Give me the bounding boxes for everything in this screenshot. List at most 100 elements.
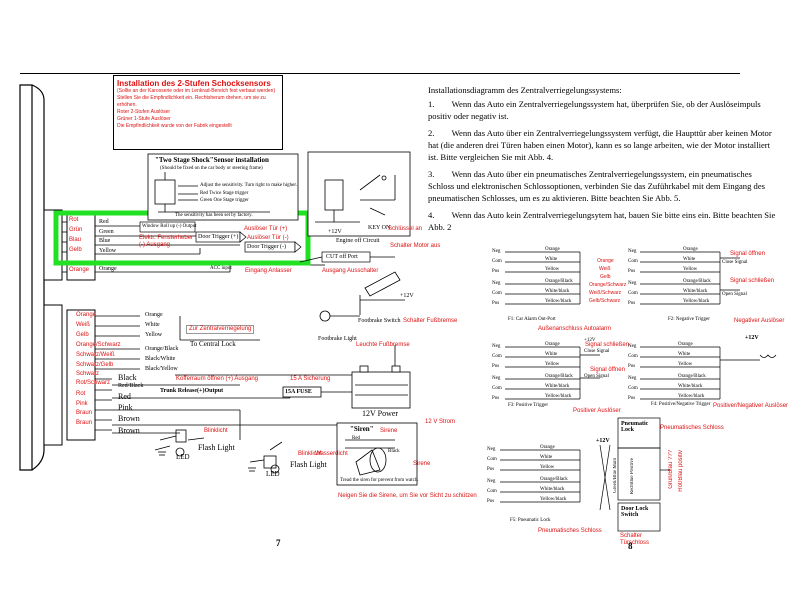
wire-en: Orange/Black <box>540 477 568 482</box>
sensor-title: "Two Stage Shock"Sensor installation <box>155 156 269 164</box>
wire-en: White/black <box>683 289 708 294</box>
wire-label-de: Orange <box>69 267 90 273</box>
pos-label: Pos <box>628 301 636 306</box>
neg-label: Neg <box>492 344 501 349</box>
wire-label-de: Braun <box>76 410 93 416</box>
page-number-left: 7 <box>276 538 281 548</box>
wire-label: Black <box>118 373 137 382</box>
trunk-release: Trunk Release(+)Output <box>160 388 224 394</box>
wire-en: White/black <box>545 289 570 294</box>
footbrake-light: Footbrake Light <box>318 336 357 342</box>
top-rule <box>20 73 740 74</box>
install-title: Installation des 2-Stufen Schocksensors <box>117 79 271 88</box>
wire-label: Black/Yellow <box>145 366 178 372</box>
signal-schliessen: Signal schließen <box>585 342 630 348</box>
fig1-de: Außenanschluss Autoalarm <box>538 326 612 332</box>
schluessel-an: Schlüssel an <box>388 226 423 232</box>
window-box-label: Window Roll up (-) Output <box>142 224 197 229</box>
wire-de: Weiß/Schwarz <box>589 290 622 296</box>
com-label: Com <box>492 291 502 296</box>
neg-label: Neg <box>628 249 637 254</box>
wasserdicht: Wasserdicht <box>315 451 348 457</box>
fig5-caption: F5: Pneumatic Lock <box>510 518 551 523</box>
sensor-subtitle: (Should be fixed on the car body or stee… <box>160 166 263 171</box>
wire-label: Red/Black <box>118 383 144 389</box>
strom-12v: 12 V Strom <box>425 419 456 425</box>
plus12v-f5: +12V <box>596 438 610 444</box>
fig3-caption: F3: Positive Trigger <box>508 403 549 408</box>
sicherung: 15 A Sicherung <box>290 376 331 382</box>
wire-de: Orange <box>597 258 614 264</box>
wire-label-de: Rot <box>69 217 79 223</box>
cut-off-port: CUT off Port <box>326 254 358 260</box>
wire-en: Yellow <box>545 267 560 272</box>
wire-label: Yellow <box>99 248 117 254</box>
neg-label: Neg <box>628 281 637 286</box>
pos-label: Pos <box>492 301 500 306</box>
wire-en: White <box>545 352 558 357</box>
wire-label-de: Weiß <box>76 322 90 328</box>
ausgang-ausschalter: Ausgang Ausschalter <box>322 268 379 274</box>
engine-off-circuit: Engine off Circuit <box>336 238 380 244</box>
ausl-tuer-minus: Auslöser Tür (-) <box>247 235 289 241</box>
sirene-de: Sirene <box>380 428 398 434</box>
com-label: Com <box>628 259 638 264</box>
wire-en: White <box>683 257 696 262</box>
green-blue-main: Green/Blue Main <box>613 458 618 493</box>
window-de: Elektr. Fensterheber <box>139 235 194 241</box>
wire-label-de: Grün <box>69 227 83 233</box>
wire-label: Yellow <box>145 332 163 338</box>
wire-label: Black/White <box>145 356 176 362</box>
schalter-tuerschloss: Schalter Türschloss <box>620 533 650 546</box>
wire-en: Orange/Black <box>545 279 573 284</box>
neg-label: Neg <box>492 281 501 286</box>
pos-label: Pos <box>492 396 500 401</box>
pos-label: Pos <box>628 269 636 274</box>
sensor-line: Green One Stage trigger <box>200 198 249 203</box>
flash-light-2: Flash Light <box>290 460 327 469</box>
page-number-right: 8 <box>628 541 633 551</box>
door-trigger-minus: Door Trigger (-) <box>247 244 286 250</box>
siren-title: "Siren" <box>350 425 374 433</box>
paragraph: 2. Wenn das Auto über ein Zentralverrieg… <box>428 128 772 162</box>
open-signal: Open Signal <box>722 292 747 297</box>
com-label: Com <box>628 386 638 391</box>
kofferraum: Kofferraum öffnen (+) Ausgang <box>176 376 258 382</box>
right-page-text: Installationsdiagramm des Zentralverrieg… <box>428 84 778 238</box>
red-blue-positive: Red/Blue Positive <box>630 458 635 495</box>
door-lock-switch: Door Lock Switch <box>621 506 649 518</box>
to-central-lock: To Central Lock <box>190 340 236 348</box>
paragraph: 3. Wenn das Auto über ein pneumatisches … <box>428 169 766 203</box>
wire-en: Orange <box>683 247 698 252</box>
power-12v: 12V Power <box>362 409 399 418</box>
wire-label-de: Gelb <box>76 332 89 338</box>
schalter-motor-aus: Schalter Motor aus <box>390 243 441 249</box>
wire-de: Gelb/Schwarz <box>589 298 621 304</box>
led: LED <box>176 453 190 461</box>
wire-en: Orange/Black <box>678 374 706 379</box>
siren-black: Black <box>388 449 400 454</box>
fig3-de: Positiver Auslöser <box>573 408 621 414</box>
pos-label: Pos <box>492 269 500 274</box>
pos-label: Pos <box>492 364 500 369</box>
wire-en: Yellow/black <box>683 299 710 304</box>
ausl-tuer-plus: Auslöser Tür (+) <box>244 226 288 232</box>
install-line: Grüner 1-Stufe Auslöser <box>117 116 171 122</box>
wire-label-de: Rot <box>76 391 86 397</box>
wire-label: White <box>145 322 160 328</box>
wire-en: Orange/Black <box>545 374 573 379</box>
pneumatic-lock: Pneumatic Lock <box>621 421 649 433</box>
wire-label: Red <box>118 392 131 401</box>
siren-red: Red <box>352 436 361 441</box>
key-on: KEY ON <box>368 225 391 231</box>
wire-label: Green <box>99 229 114 235</box>
signal-oeffnen: Signal öffnen <box>730 251 765 257</box>
wire-en: Orange <box>678 342 693 347</box>
com-label: Com <box>492 259 502 264</box>
plus12v-f4: +12V <box>745 335 759 341</box>
sensor-line: Red Twice Stage trigger <box>200 191 249 196</box>
leuchte-fussbremse: Leuchte Fußbremse <box>356 342 410 348</box>
fig4-de: Positiver/Negativer Auslöser <box>713 403 789 409</box>
wire-label-de: Braun <box>76 420 93 426</box>
